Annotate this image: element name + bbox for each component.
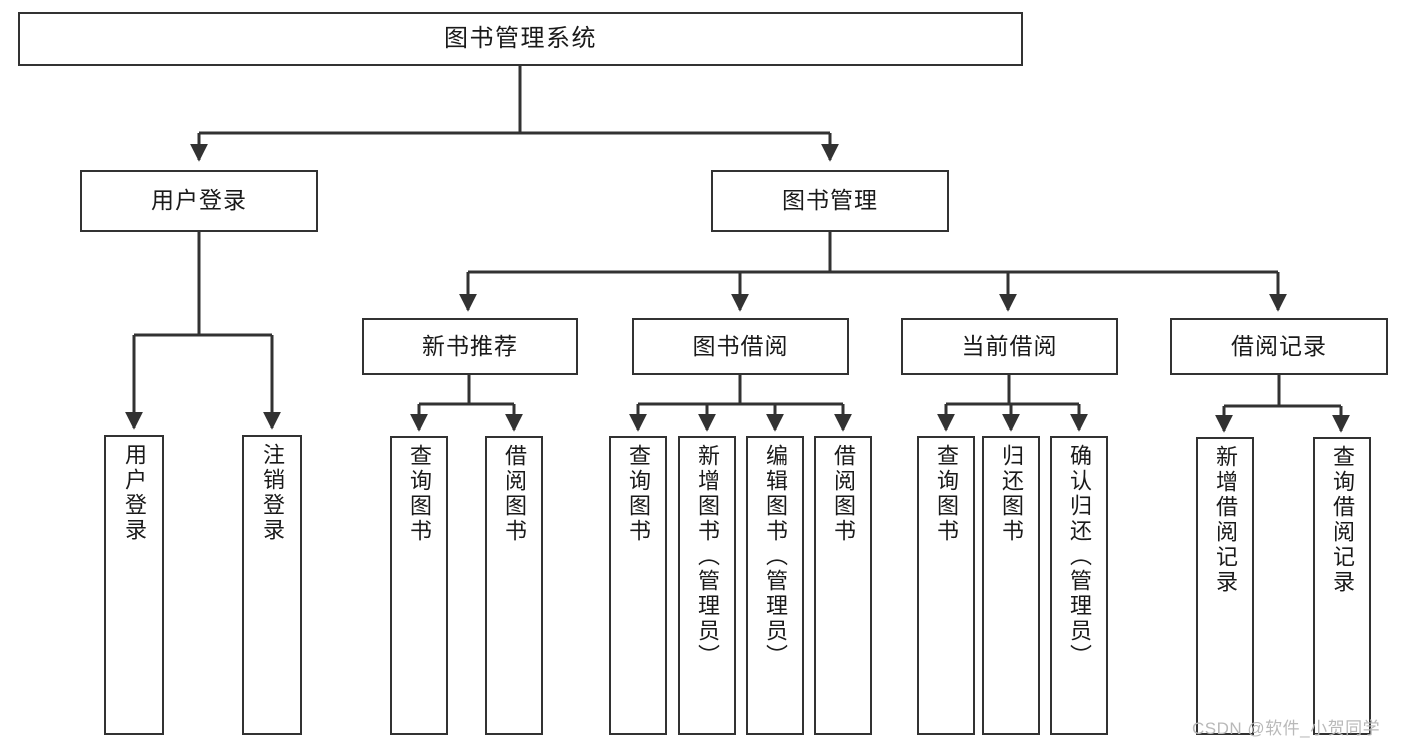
node-label: 图书管理系统: [444, 24, 597, 52]
node-label: 编辑图书（管理员）: [763, 444, 788, 669]
node-label: 查询图书: [934, 444, 959, 544]
node-label: 借阅图书: [502, 444, 527, 544]
node-label: 查询借阅记录: [1330, 445, 1355, 595]
leaf-borrow-book[interactable]: 借阅图书: [814, 436, 872, 735]
node-label: 归还图书: [999, 444, 1024, 544]
leaf-edit-book-admin[interactable]: 编辑图书（管理员）: [746, 436, 804, 735]
node-label: 借阅图书: [831, 444, 856, 544]
leaf-add-borrow-record[interactable]: 新增借阅记录: [1196, 437, 1254, 735]
leaf-logout[interactable]: 注销登录: [242, 435, 302, 735]
node-label: 新增借阅记录: [1213, 445, 1238, 595]
node-label: 当前借阅: [961, 332, 1058, 359]
node-label: 图书借阅: [692, 332, 789, 359]
node-book-borrow[interactable]: 图书借阅: [632, 318, 849, 375]
leaf-confirm-return-admin[interactable]: 确认归还（管理员）: [1050, 436, 1108, 735]
leaf-query-borrow-record[interactable]: 查询借阅记录: [1313, 437, 1371, 735]
leaf-query-book-borrow[interactable]: 查询图书: [609, 436, 667, 735]
leaf-return-book[interactable]: 归还图书: [982, 436, 1040, 735]
leaf-add-book-admin[interactable]: 新增图书（管理员）: [678, 436, 736, 735]
node-label: 查询图书: [626, 444, 651, 544]
node-user-login[interactable]: 用户登录: [80, 170, 318, 232]
node-book-management[interactable]: 图书管理: [711, 170, 949, 232]
leaf-user-login[interactable]: 用户登录: [104, 435, 164, 735]
node-label: 注销登录: [260, 443, 285, 543]
leaf-borrow-book-recommend[interactable]: 借阅图书: [485, 436, 543, 735]
node-borrow-record[interactable]: 借阅记录: [1170, 318, 1388, 375]
node-label: 确认归还（管理员）: [1067, 444, 1092, 669]
node-label: 新书推荐: [422, 332, 518, 359]
node-label: 用户登录: [122, 443, 147, 543]
node-label: 用户登录: [151, 187, 247, 214]
leaf-query-book-current[interactable]: 查询图书: [917, 436, 975, 735]
leaf-query-book-recommend[interactable]: 查询图书: [390, 436, 448, 735]
node-label: 查询图书: [407, 444, 432, 544]
node-current-borrow[interactable]: 当前借阅: [901, 318, 1118, 375]
node-label: 图书管理: [782, 187, 878, 214]
node-label: 借阅记录: [1231, 332, 1327, 359]
node-label: 新增图书（管理员）: [695, 444, 720, 669]
node-new-book-recommend[interactable]: 新书推荐: [362, 318, 578, 375]
node-root-system[interactable]: 图书管理系统: [18, 12, 1023, 66]
